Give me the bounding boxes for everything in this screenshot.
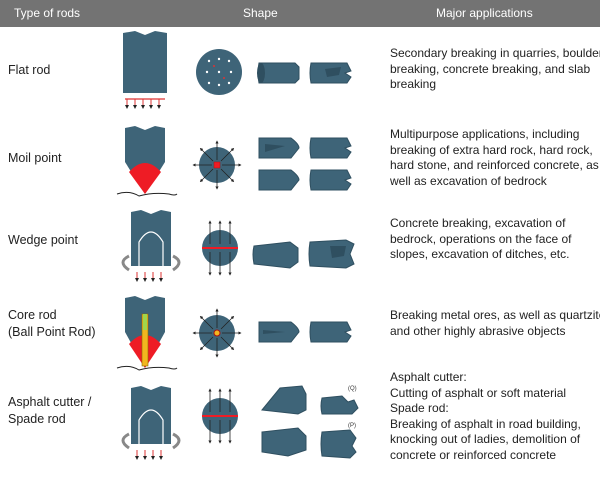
wedge-point-face-diagram <box>202 220 238 276</box>
header-shape: Shape <box>243 6 278 20</box>
rod-name: Asphalt cutter / Spade rod <box>8 395 92 426</box>
table-row-asphalt-cutter-spade-rod: Asphalt cutter / Spade rod (Q) (P) <box>0 370 600 478</box>
table-row-core-rod: Core rod (Ball Point Rod) Breaking metal… <box>0 290 600 378</box>
application-text: Concrete breaking, excavation of bedrock… <box>390 216 572 261</box>
wedge-point-side-diagram <box>121 210 181 282</box>
table-row-wedge-point: Wedge point Concrete breaking, excavatio <box>0 204 600 290</box>
rod-name: Core rod (Ball Point Rod) <box>8 308 96 339</box>
flat-rod-photo <box>257 62 352 84</box>
flat-rod-side-diagram <box>123 31 167 109</box>
application-text: Asphalt cutter: Cutting of asphalt or so… <box>390 370 581 462</box>
moil-point-photo <box>258 137 352 191</box>
table-header: Type of rods Shape Major applications <box>0 0 600 27</box>
rod-name: Wedge point <box>8 233 78 247</box>
moil-point-face-diagram <box>192 140 242 190</box>
core-rod-side-diagram <box>116 296 178 371</box>
header-major-applications: Major applications <box>436 6 533 20</box>
rod-name: Flat rod <box>8 63 51 77</box>
rod-name: Moil point <box>8 151 62 165</box>
header-type-of-rods: Type of rods <box>14 6 81 20</box>
application-text: Secondary breaking in quarries, boulder … <box>390 46 600 91</box>
asphalt-cutter-spade-rod-photo: (Q) (P) <box>261 385 359 459</box>
application-text: Breaking metal ores, as well as quartzit… <box>390 308 600 338</box>
wedge-point-photo <box>252 239 355 269</box>
application-text: Multipurpose applications, including bre… <box>390 127 599 188</box>
moil-point-side-diagram <box>116 126 178 197</box>
spade-rod-tag: (P) <box>348 423 356 429</box>
table-row-moil-point: Moil point Multipurpose applications, in… <box>0 114 600 204</box>
asphalt-cutter-tag: (Q) <box>348 386 357 392</box>
table-row-flat-rod: Flat rod Secondary breaking in quarries,… <box>0 27 600 114</box>
flat-rod-face-diagram <box>196 49 242 95</box>
spade-rod-face-diagram <box>202 388 238 444</box>
core-rod-face-diagram <box>192 308 242 358</box>
spade-rod-side-diagram <box>121 386 181 460</box>
core-rod-photo <box>258 321 352 343</box>
